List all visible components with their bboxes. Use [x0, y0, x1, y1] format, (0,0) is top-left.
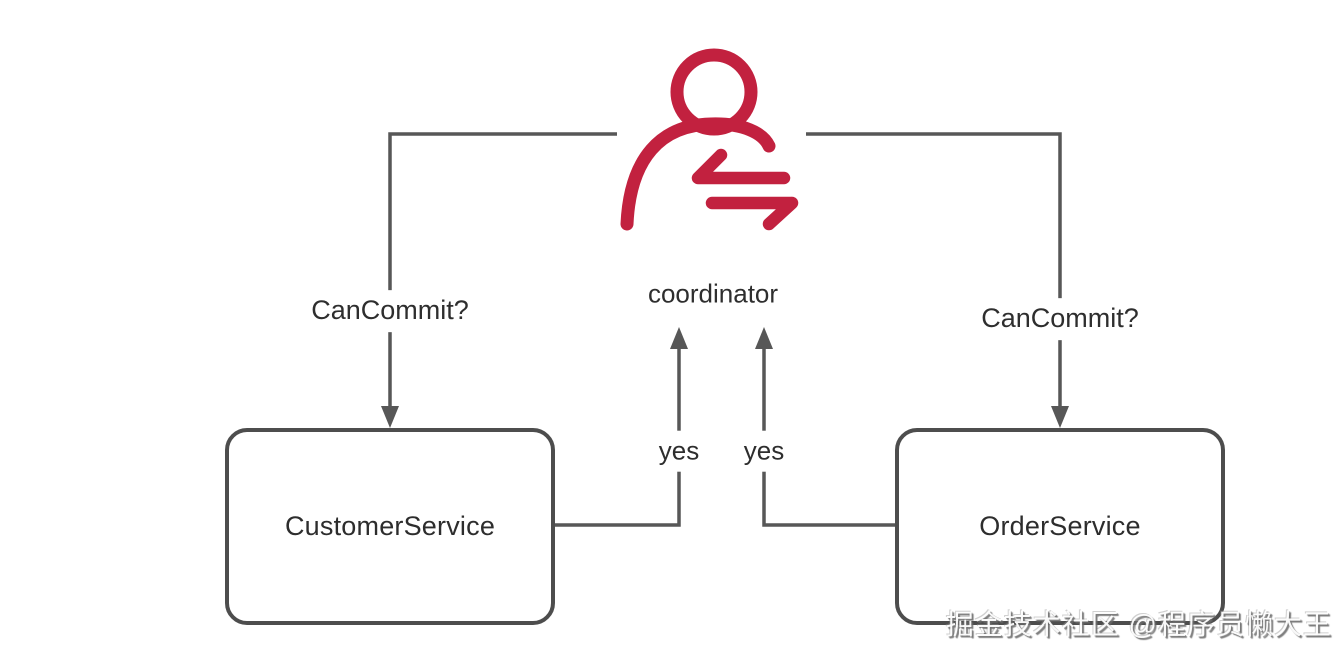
edge-label-cancommit-left: CanCommit?: [302, 290, 478, 332]
node-customer-service-label: CustomerService: [284, 511, 496, 541]
person-shoulder: [620, 117, 776, 231]
node-order-service-label: OrderService: [979, 511, 1141, 541]
transfer-arrow-left: [691, 148, 791, 185]
edge-coordinator-to-customerservice: [388, 132, 617, 408]
edge-label-cancommit-right: CanCommit?: [972, 298, 1148, 340]
arrowhead-down-left-icon: [381, 406, 399, 428]
watermark-text: 掘金技术社区 @程序员懒大王: [945, 609, 1332, 640]
person-head: [670, 48, 758, 136]
edge-coordinator-to-orderservice: [806, 132, 1062, 408]
transfer-arrow-right: [705, 196, 799, 231]
coordinator-person-transfer-icon: [620, 48, 799, 231]
node-customer-service: CustomerService: [225, 428, 555, 625]
edge-label-yes-right: yes: [734, 430, 794, 472]
arrowhead-up-left-icon: [670, 327, 688, 349]
coordinator-label: coordinator: [639, 276, 787, 312]
node-order-service: OrderService: [895, 428, 1225, 625]
arrowhead-down-right-icon: [1051, 406, 1069, 428]
edge-label-yes-left: yes: [649, 430, 709, 472]
arrowhead-up-right-icon: [755, 327, 773, 349]
